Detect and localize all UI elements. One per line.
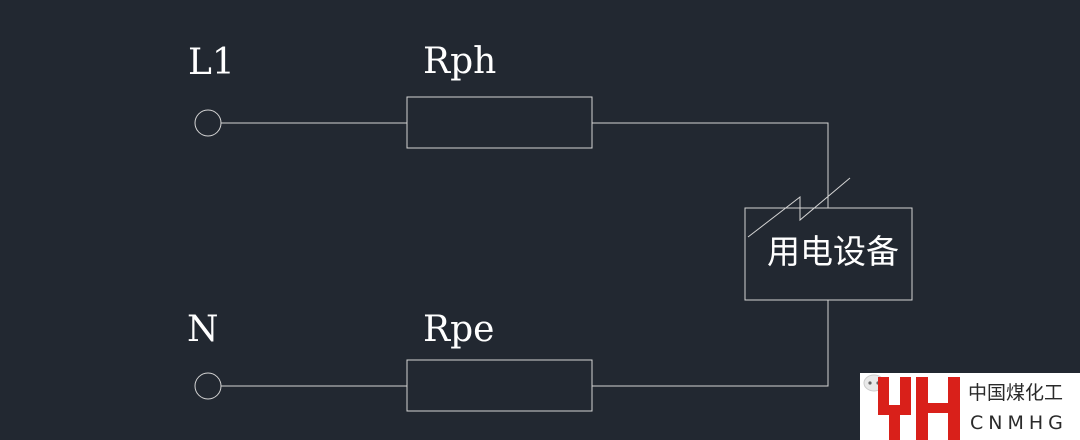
- watermark-name-en: CNMHG: [970, 412, 1068, 434]
- terminal-l1-node: [194, 109, 222, 137]
- terminal-n-node: [194, 372, 222, 400]
- terminal-l1-label: L1: [188, 42, 235, 83]
- watermark-logo: 中国煤化工 CNMHG: [860, 373, 1080, 440]
- equipment-box: [744, 207, 913, 301]
- resistor-phase: [406, 96, 593, 149]
- resistor-phase-label: Rph: [423, 41, 496, 82]
- equipment-label: 用电设备: [767, 232, 899, 271]
- wire-rpe-to-equipment: [592, 300, 829, 387]
- resistor-pe-label: Rpe: [423, 309, 494, 350]
- yh-logo-mark: [878, 377, 960, 440]
- fault-zigzag-icon: [747, 177, 851, 238]
- watermark-name-cn: 中国煤化工: [968, 382, 1063, 404]
- terminal-n-label: N: [187, 309, 219, 350]
- wire-rph-to-equipment: [592, 122, 829, 208]
- resistor-pe: [406, 359, 593, 412]
